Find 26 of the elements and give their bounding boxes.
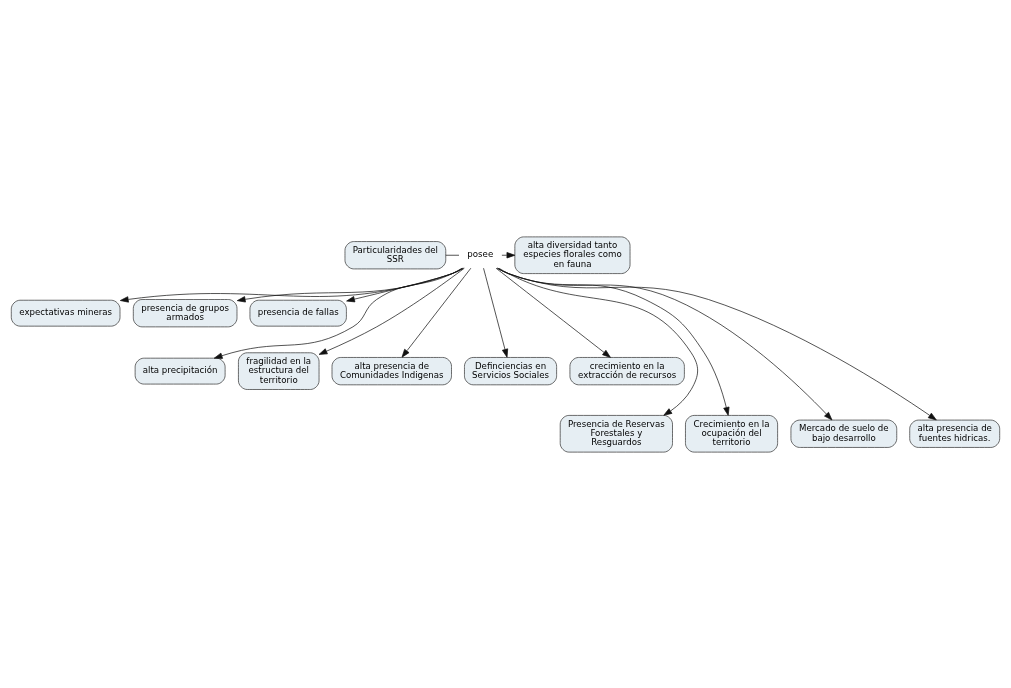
node-text: posee (467, 248, 494, 259)
node-box: Mercado de suelo de bajo desarrollo (790, 419, 898, 448)
arrow (236, 267, 464, 302)
node-box: fragilidad en la estructura del territorio (238, 351, 320, 390)
node-box: Definciencias en Servicios Sociales (464, 356, 557, 385)
node-box: Crecimiento en la ocupación del territorio (685, 414, 778, 452)
node-box: Particularidades del SSR (344, 240, 447, 269)
arrow (119, 267, 464, 303)
node-box: crecimiento en la extracción de recursos (569, 356, 685, 385)
node-box: presencia de grupos armados (132, 298, 238, 327)
node-box: presencia de fallas (249, 299, 347, 326)
arrow (483, 267, 509, 358)
arrow (495, 267, 611, 358)
node-box: Presencia de Reservas Forestales y Resguardos (559, 414, 673, 452)
arrow (497, 267, 833, 420)
node-box: expectativas mineras (10, 299, 121, 326)
node-box: alta precipitación (134, 357, 226, 384)
node-box: alta presencia de Comunidades Indigenas (331, 356, 452, 385)
node-box: alta presencia de fuentes hidricas. (909, 419, 1001, 448)
arrow (401, 267, 472, 358)
arrow (213, 267, 463, 359)
node-box: alta diversidad tanto especies florales como en fauna (514, 236, 631, 274)
arrow (318, 267, 465, 355)
arrow (501, 251, 516, 258)
arrow (346, 267, 463, 302)
arrow (496, 267, 937, 420)
